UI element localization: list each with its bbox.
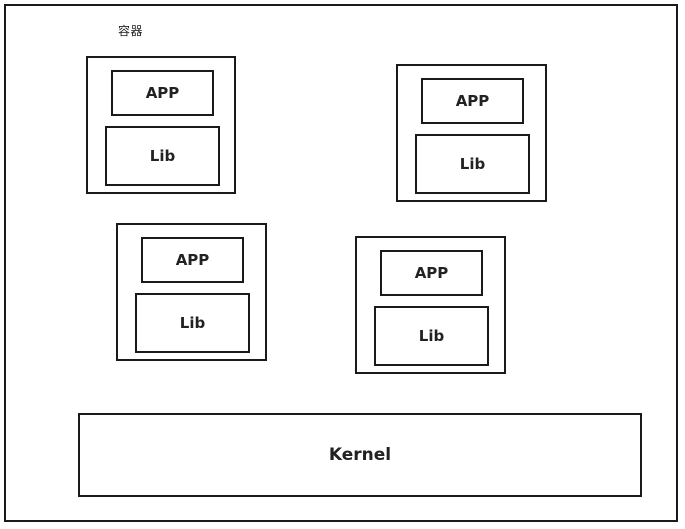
lib-box: Lib: [105, 126, 220, 186]
container-4: APP Lib: [355, 236, 506, 374]
lib-box: Lib: [135, 293, 250, 353]
app-box: APP: [111, 70, 214, 116]
container-3: APP Lib: [116, 223, 267, 361]
lib-box: Lib: [415, 134, 530, 194]
kernel-box: Kernel: [78, 413, 642, 497]
app-box: APP: [141, 237, 244, 283]
container-2: APP Lib: [396, 64, 547, 202]
lib-box: Lib: [374, 306, 489, 366]
app-box: APP: [421, 78, 524, 124]
container-caption: 容器: [118, 24, 144, 38]
container-1: APP Lib: [86, 56, 236, 194]
app-box: APP: [380, 250, 483, 296]
